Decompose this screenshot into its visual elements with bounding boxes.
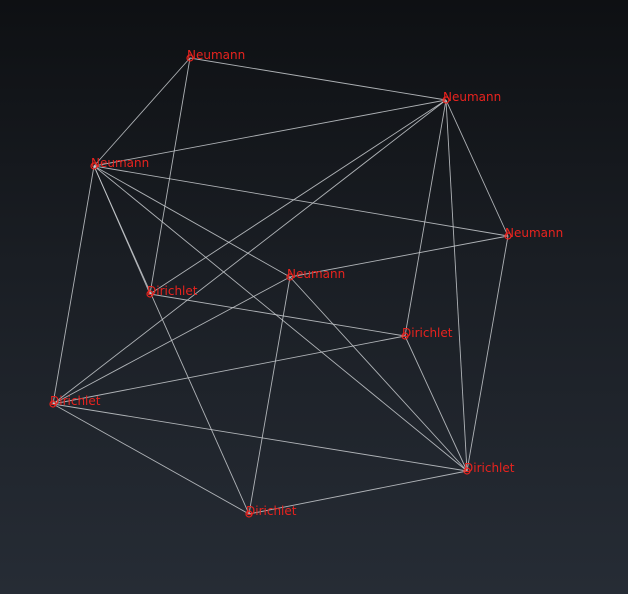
node-label: Neumann — [91, 156, 149, 170]
graph-node: Neumann — [286, 267, 345, 281]
graph-node: Dirichlet — [49, 394, 101, 408]
graph-edge — [149, 293, 406, 337]
graph-node: Neumann — [442, 90, 501, 104]
graph-edge — [52, 335, 406, 405]
graph-edge — [149, 99, 447, 295]
node-marker — [463, 467, 471, 475]
graph-edge — [93, 99, 447, 167]
node-marker — [442, 96, 450, 104]
graph-edge — [466, 235, 509, 472]
graph-edge — [248, 470, 468, 515]
node-label: Neumann — [505, 226, 563, 240]
nodes-layer: NeumannNeumannNeumannNeumannNeumannDiric… — [49, 48, 563, 518]
node-label: Dirichlet — [147, 284, 198, 298]
node-label: Dirichlet — [464, 461, 515, 475]
graph-edge — [404, 335, 468, 472]
graph-edge — [52, 403, 250, 515]
graph-node: Dirichlet — [401, 326, 453, 340]
graph-edge — [289, 235, 509, 278]
node-label: Neumann — [287, 267, 345, 281]
graph-edge — [248, 276, 291, 515]
graph-edge — [404, 99, 447, 337]
graph-edge — [52, 403, 468, 472]
graph-node: Dirichlet — [463, 461, 515, 475]
node-marker — [90, 162, 98, 170]
node-marker — [286, 273, 294, 281]
node-marker — [401, 332, 409, 340]
graph-edge — [52, 165, 95, 405]
graph-node: Neumann — [90, 156, 149, 170]
graph-edge — [445, 99, 468, 472]
graph-node: Dirichlet — [245, 504, 297, 518]
graph-node: Neumann — [186, 48, 245, 62]
graph-edge — [189, 57, 447, 101]
node-label: Neumann — [443, 90, 501, 104]
node-marker — [49, 400, 57, 408]
node-label: Dirichlet — [246, 504, 297, 518]
graph-edge — [93, 165, 291, 278]
node-label: Neumann — [187, 48, 245, 62]
graph-edge — [52, 276, 291, 405]
graph-edge — [93, 57, 191, 167]
node-marker — [245, 510, 253, 518]
graph-node: Neumann — [504, 226, 563, 240]
graph-edge — [149, 57, 191, 295]
graph-edge — [445, 99, 509, 237]
edges-layer — [52, 57, 509, 515]
node-marker — [504, 232, 512, 240]
node-marker — [186, 54, 194, 62]
node-label: Dirichlet — [50, 394, 101, 408]
graph-node: Dirichlet — [146, 284, 198, 298]
node-marker — [146, 290, 154, 298]
graph-edge — [289, 276, 468, 472]
graph-edge — [52, 99, 447, 405]
node-label: Dirichlet — [402, 326, 453, 340]
graph-edge — [93, 165, 509, 237]
graph-edge — [93, 165, 468, 472]
